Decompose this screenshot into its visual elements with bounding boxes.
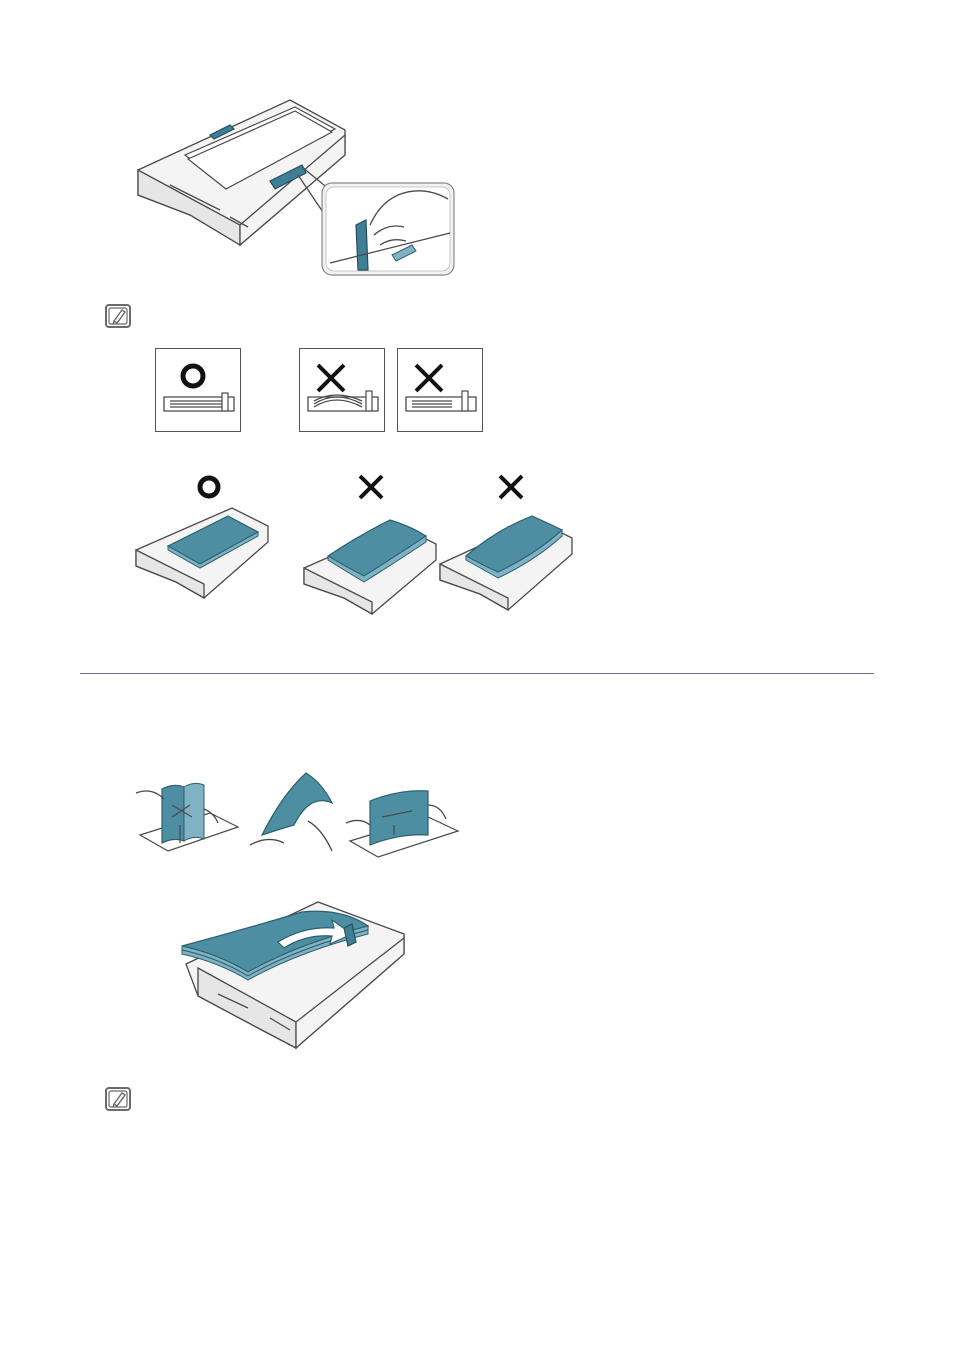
guide-card-incorrect-curled (299, 348, 385, 432)
guide-card-incorrect-gap (397, 348, 483, 432)
section-separator (80, 673, 874, 674)
paper-load-tray-illustration (178, 898, 410, 1050)
x-mark-icon (500, 476, 522, 498)
circle-mark-icon (200, 478, 218, 496)
x-mark-icon (318, 365, 344, 391)
paper-flex-fan-illustration (132, 765, 462, 865)
circle-mark-icon (183, 366, 203, 386)
guide-card-correct (155, 348, 241, 432)
x-mark-icon (360, 476, 382, 498)
note-pencil-icon (104, 302, 134, 330)
x-mark-icon (416, 365, 442, 391)
tray-guide-adjust-illustration (130, 95, 465, 290)
note-pencil-icon (104, 1085, 134, 1113)
paper-stack-correct-incorrect-illustration (132, 470, 574, 615)
paper-guide-correct-incorrect-illustration (155, 348, 485, 432)
